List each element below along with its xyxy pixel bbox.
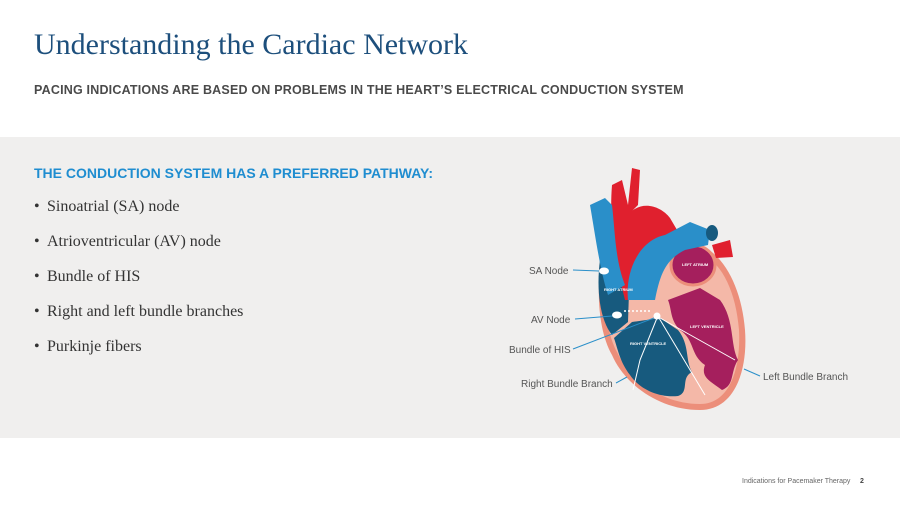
- av-node: [612, 311, 622, 319]
- label-av-node: AV Node: [531, 315, 571, 326]
- page-number: 2: [860, 478, 864, 485]
- label-right-bundle-branch: Right Bundle Branch: [521, 379, 613, 390]
- label-right-ventricle: RIGHT VENTRICLE: [630, 341, 667, 346]
- left-ventricle: [668, 288, 738, 390]
- bundle-of-his: [653, 312, 661, 320]
- label-right-atrium: RIGHT ATRIUM: [604, 287, 633, 292]
- list-item: •Bundle of HIS: [34, 268, 141, 285]
- page-subtitle: PACING INDICATIONS ARE BASED ON PROBLEMS…: [34, 83, 684, 97]
- label-bundle-of-his: Bundle of HIS: [509, 345, 571, 356]
- content-band: [0, 137, 900, 438]
- label-left-bundle-branch: Left Bundle Branch: [763, 372, 848, 383]
- label-sa-node: SA Node: [529, 266, 569, 277]
- sa-node: [599, 267, 609, 275]
- bullet-list: •Sinoatrial (SA) node •Atrioventricular …: [34, 198, 243, 373]
- list-item: •Right and left bundle branches: [34, 303, 244, 320]
- right-ventricle: [614, 318, 692, 397]
- footer-text: Indications for Pacemaker Therapy: [742, 478, 851, 485]
- section-heading: THE CONDUCTION SYSTEM HAS A PREFERRED PA…: [34, 165, 434, 181]
- label-left-ventricle: LEFT VENTRICLE: [690, 324, 724, 329]
- page-title: Understanding the Cardiac Network: [34, 28, 469, 61]
- aorta: [611, 168, 680, 300]
- label-left-atrium: LEFT ATRIUM: [682, 262, 709, 267]
- list-item: •Atrioventricular (AV) node: [34, 233, 221, 250]
- list-item: •Purkinje fibers: [34, 338, 142, 355]
- pulmonary-artery: [627, 222, 710, 300]
- list-item: •Sinoatrial (SA) node: [34, 198, 180, 215]
- vena-cava: [590, 198, 625, 295]
